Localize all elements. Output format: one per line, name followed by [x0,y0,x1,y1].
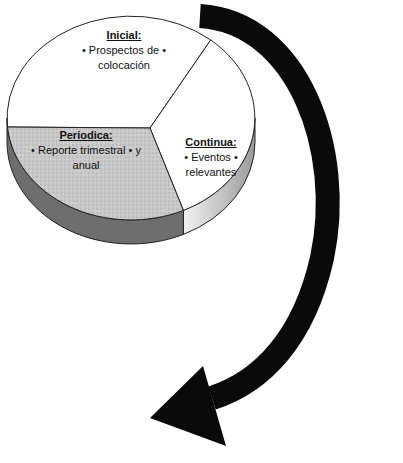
sector-heading: Inicial: [75,28,173,43]
sector-text: • Eventos • relevantes [174,150,248,180]
pie-sector-label: Periodica:• Reporte trimestral • y anual [28,128,144,173]
cycle-arrow [200,16,328,398]
sector-heading: Continua: [174,135,248,150]
sector-heading: Periodica: [28,128,144,143]
arrow-head [150,366,226,446]
pie-sector-label: Continua:• Eventos • relevantes [174,135,248,180]
pie-sector-label: Inicial:• Prospectos de • colocación [75,28,173,73]
sector-text: • Reporte trimestral • y anual [28,143,144,173]
sector-text: • Prospectos de • colocación [75,43,173,73]
pie-sector [8,127,184,220]
